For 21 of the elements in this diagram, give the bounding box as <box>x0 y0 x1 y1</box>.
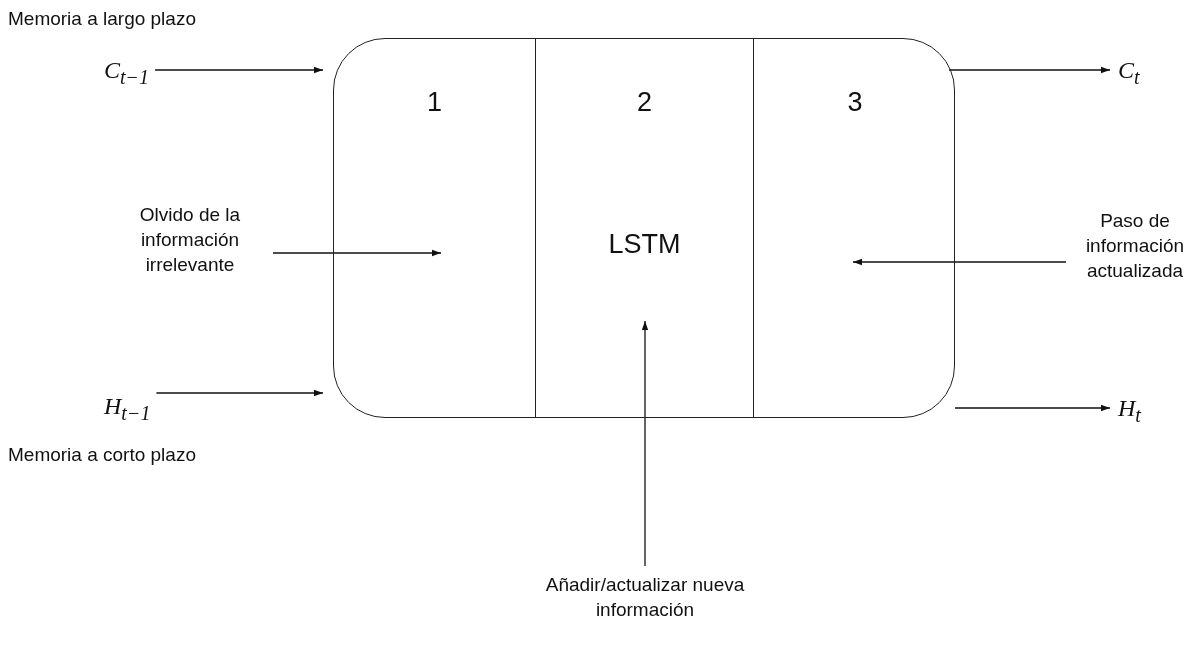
variable-label: C$_{t}$ <box>1118 56 1140 91</box>
section-number: 1 <box>427 87 442 118</box>
section-number: 2 <box>637 87 652 118</box>
arrow <box>852 258 1067 266</box>
annotation-text: Olvido de la información irrelevante <box>95 202 285 277</box>
arrow <box>272 249 442 257</box>
memory-label: Memoria a corto plazo <box>8 443 196 467</box>
section-number: 3 <box>847 87 863 118</box>
arrow <box>954 404 1111 412</box>
annotation-text: Paso de información actualizada <box>1060 208 1193 283</box>
arrow <box>948 66 1111 74</box>
variable-label: H$_{t}$ <box>1118 394 1141 429</box>
cell-title: LSTM <box>608 229 681 260</box>
lstm-cell-box <box>333 38 955 418</box>
memory-label: Memoria a largo plazo <box>8 7 196 31</box>
arrow <box>641 320 649 567</box>
variable-label: C$_{t−1}$ <box>104 56 150 91</box>
variable-label: H$_{t−1}$ <box>104 392 151 427</box>
arrow <box>155 389 324 397</box>
annotation-text: Añadir/actualizar nueva información <box>540 572 750 622</box>
arrow <box>154 66 324 74</box>
